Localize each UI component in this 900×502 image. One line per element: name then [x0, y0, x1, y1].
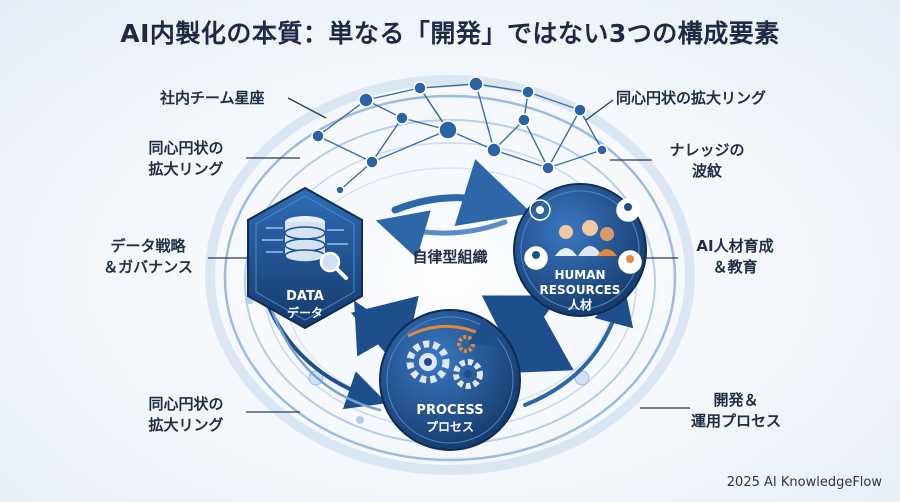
label-line: 拡大リング: [148, 416, 224, 434]
label-ai-talent: AI人材育成 ＆教育: [680, 236, 790, 278]
label-data-strategy: データ戦略 ＆ガバナンス: [88, 236, 208, 278]
constellation-network: [317, 83, 603, 191]
process-node: [379, 309, 521, 451]
label-ring-upper-left: 同心円状の 拡大リング: [126, 138, 246, 180]
label-line: データ戦略: [110, 237, 186, 255]
constellation-dots: [311, 76, 608, 195]
hr-node: [513, 183, 647, 317]
data-node-en: DATA: [286, 289, 324, 304]
footer-credit: 2025 AI KnowledgeFlow: [726, 475, 882, 490]
hr-node-label: HUMAN RESOURCES 人材: [520, 268, 640, 313]
label-ring-upper-right: 同心円状の拡大リング: [616, 89, 767, 107]
data-node-ja: データ: [286, 306, 323, 320]
label-line: 波紋: [691, 162, 722, 180]
label-knowledge-ripple: ナレッジの 波紋: [652, 140, 762, 182]
label-line: 同心円状の: [148, 139, 224, 157]
data-node-label: DATA データ: [255, 288, 355, 322]
process-node-label: PROCESS プロセス: [400, 402, 500, 436]
label-line: 同心円状の: [148, 395, 224, 413]
label-team-constellation: 社内チーム星座: [160, 89, 265, 107]
gear-icon: [529, 199, 551, 221]
data-node: [247, 186, 363, 330]
process-node-ja: プロセス: [425, 420, 474, 434]
label-line: ナレッジの: [669, 141, 745, 159]
label-autonomous-org: 自律型組織: [412, 248, 488, 266]
page-title: AI内製化の本質：単なる「開発」ではない3つの構成要素: [120, 19, 780, 48]
hr-node-en-2: RESOURCES: [539, 283, 621, 297]
hr-node-ja: 人材: [567, 298, 592, 312]
person-avatar-icons: [524, 198, 642, 274]
hr-node-en-1: HUMAN: [554, 268, 606, 282]
label-line: AI人材育成: [696, 237, 774, 255]
process-node-en: PROCESS: [416, 403, 484, 418]
database-icon: [262, 216, 348, 263]
cycle-arrows: [260, 159, 634, 412]
label-line: 運用プロセス: [690, 412, 781, 430]
label-line: ＆教育: [712, 258, 758, 276]
label-dev-ops-process: 開発＆ 運用プロセス: [676, 390, 796, 432]
label-ring-lower-left: 同心円状の 拡大リング: [126, 394, 246, 436]
label-line: 拡大リング: [148, 160, 224, 178]
label-line: ＆ガバナンス: [103, 258, 193, 276]
label-line: 開発＆: [713, 391, 759, 409]
magnifier-icon: [319, 251, 348, 280]
team-group-icon: [555, 220, 617, 256]
